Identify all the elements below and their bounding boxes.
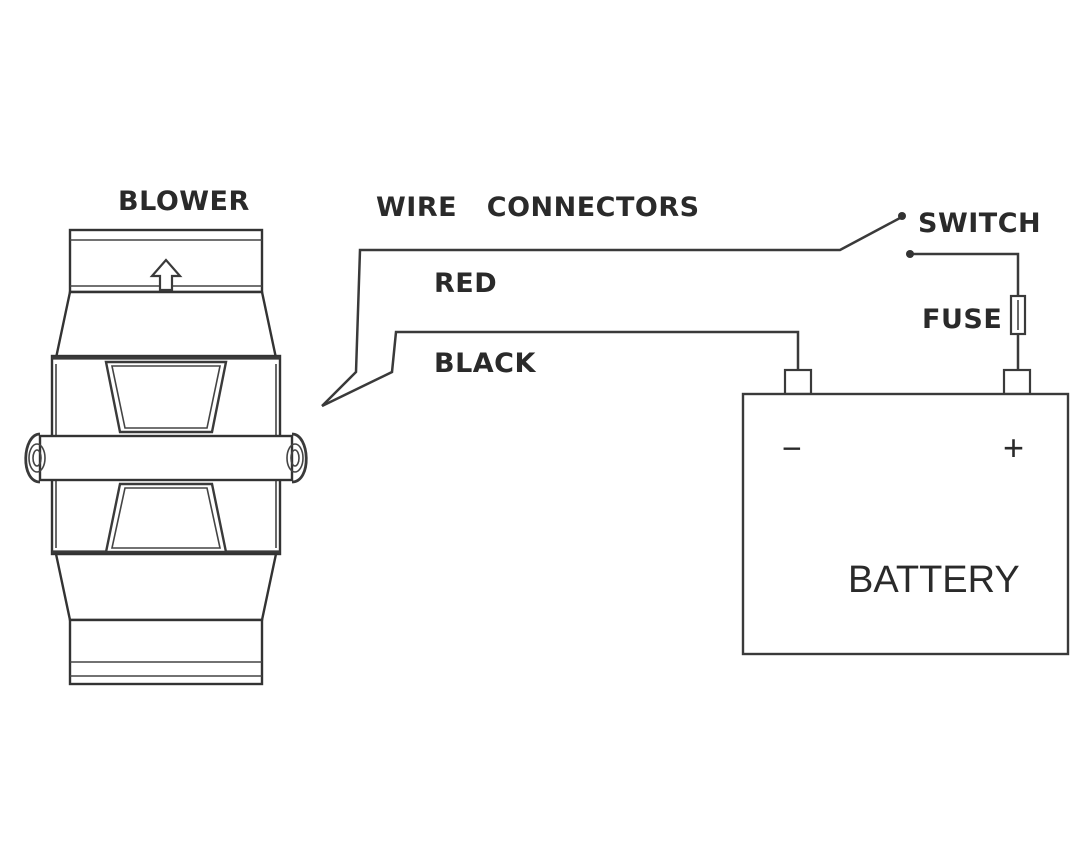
battery-body: [741, 392, 1070, 656]
wires: [321, 216, 1020, 408]
battery-positive-terminal: [1002, 368, 1032, 396]
red-wire-label: RED: [434, 268, 497, 299]
blower-label: BLOWER: [118, 186, 250, 217]
blower-lower-flare: [54, 552, 278, 622]
blower-left-ear: [24, 432, 41, 484]
black-wire-label: BLACK: [434, 348, 536, 379]
blower-lower-window: [104, 482, 228, 554]
blower-mounting-band: [38, 434, 294, 482]
fuse-label: FUSE: [922, 304, 1002, 335]
wire-connectors-label: WIRE CONNECTORS: [376, 192, 700, 223]
blower: [24, 228, 308, 686]
positive-sign: +: [1003, 427, 1024, 468]
up-arrow-icon: [149, 258, 183, 292]
blower-bottom-collar: [68, 618, 264, 686]
battery-label: BATTERY: [848, 559, 1020, 601]
blower-right-ear: [291, 432, 308, 484]
blower-upper-flare: [54, 290, 278, 360]
red-wire: [321, 216, 901, 407]
battery-negative-terminal: [783, 368, 813, 396]
blower-upper-window: [104, 360, 228, 434]
switch-icon: [898, 212, 914, 258]
negative-sign: −: [782, 430, 802, 468]
battery-icon: [741, 368, 1070, 656]
black-wire: [321, 330, 800, 408]
fuse-icon: [1009, 294, 1027, 336]
switch-label: SWITCH: [918, 208, 1041, 239]
positive-wire: [910, 252, 1020, 296]
